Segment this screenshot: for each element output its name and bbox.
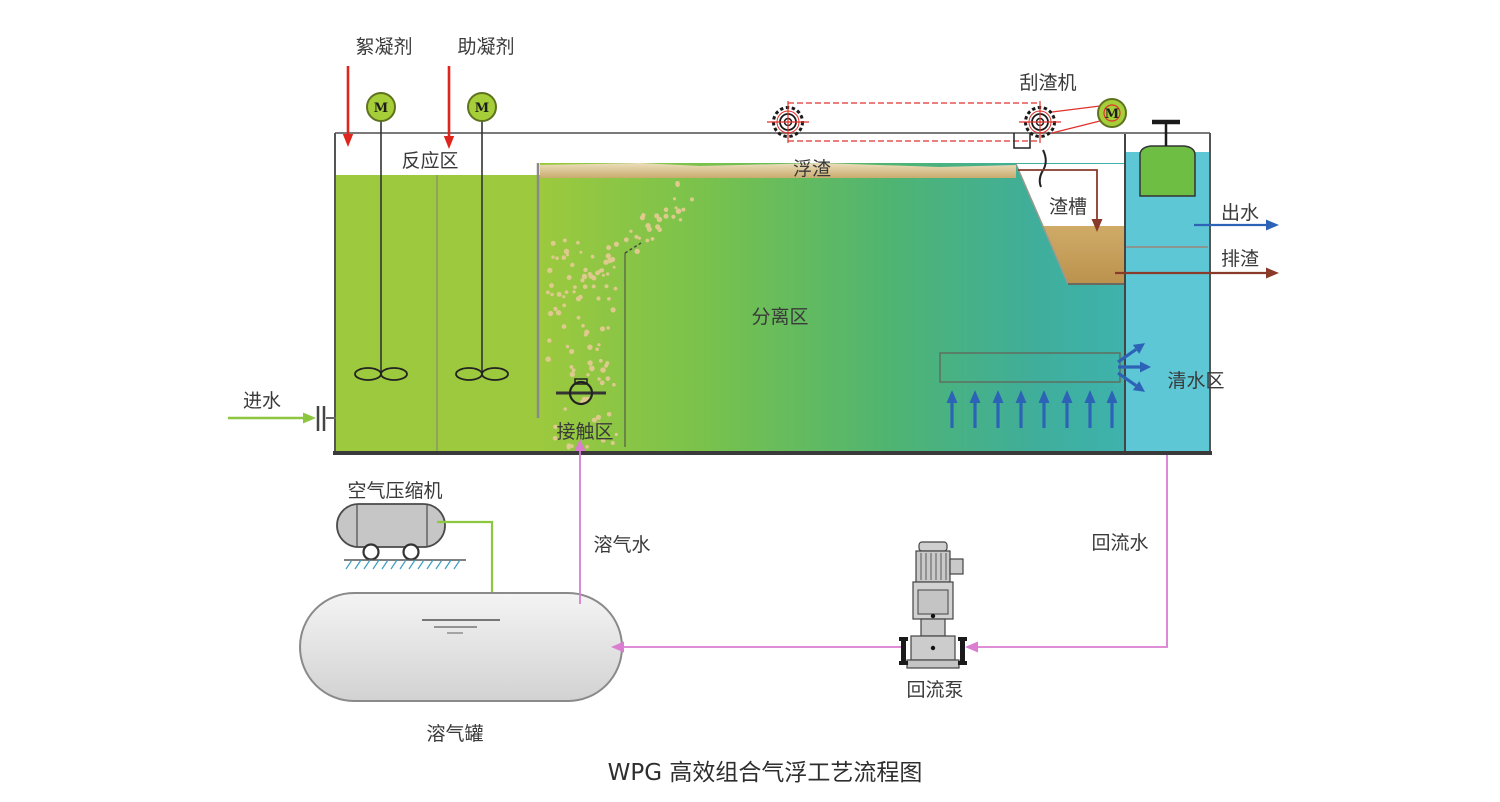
- effluent-label: 出水: [1221, 202, 1259, 224]
- trough-feed-arrow-icon: [1091, 219, 1103, 232]
- return-pump: [899, 541, 967, 669]
- ground-hatch: [345, 559, 461, 570]
- scum-label: 浮渣: [793, 158, 831, 180]
- bubbles: [545, 181, 694, 450]
- scraper-gear-right-icon: [1017, 99, 1063, 145]
- dissolved-air-vessel: [299, 592, 623, 702]
- scum-layer: [540, 163, 1016, 178]
- mixer1-impeller: [354, 367, 408, 381]
- influent-inlet: [228, 406, 336, 431]
- pump-base-plate: [906, 659, 960, 669]
- effluent-weir: [1126, 119, 1208, 248]
- slag-trough-feed: [1018, 169, 1103, 232]
- valve-bonnet-icon: [574, 378, 588, 385]
- flocculant-arrow-icon: [342, 134, 354, 147]
- recycle-lines: [574, 439, 1168, 653]
- slag-trough-sludge: [1042, 226, 1125, 284]
- slag-trough-label: 渣槽: [1049, 196, 1087, 218]
- mixer2-motor: M: [467, 92, 497, 122]
- scum-scraper: M: [765, 98, 1127, 188]
- scraper-blade: [1038, 149, 1047, 188]
- compressor-body: [336, 503, 446, 548]
- separation-zone-water: [540, 163, 1125, 453]
- valve-body-icon: [568, 380, 594, 406]
- mixer1-motor-label: M: [374, 101, 388, 116]
- dosing-and-mixers: M M: [342, 66, 509, 381]
- return-water-arrow-icon: [965, 641, 978, 653]
- scraper-motor-label: M: [1105, 107, 1119, 122]
- contact-zone-label: 接触区: [556, 421, 613, 443]
- outlets: [1115, 219, 1279, 279]
- scraper-label: 刮渣机: [1019, 72, 1076, 94]
- dissolved-air-water-label: 溶气水: [593, 534, 650, 556]
- pump-head-panel: [917, 589, 949, 615]
- vessel-body: [299, 592, 623, 702]
- effluent-arrow-icon: [1266, 219, 1279, 231]
- trough-feed-line: [1018, 169, 1098, 220]
- separation-zone-label: 分离区: [751, 306, 808, 328]
- clear-water-zone-label: 清水区: [1167, 370, 1224, 392]
- return-pump-label: 回流泵: [906, 679, 963, 701]
- dissolved-air-water-arrow-icon: [574, 439, 586, 451]
- scraper-motor: M: [1097, 98, 1127, 128]
- influent-arrow-icon: [303, 412, 316, 424]
- weir-gate: [1139, 145, 1196, 197]
- mixer2-motor-label: M: [475, 101, 489, 116]
- air-compressor-label: 空气压缩机: [347, 480, 442, 502]
- pump-flanges: [899, 637, 967, 665]
- mixer2-impeller: [455, 367, 509, 381]
- scraper-belt-bottom: [1051, 120, 1101, 134]
- coagulant-arrow-icon: [443, 136, 455, 149]
- scraper-belt-top: [1051, 105, 1101, 113]
- pump-bolt-icon: [930, 645, 936, 651]
- scraper-gear-left-icon: [765, 99, 811, 145]
- return-water-line: [978, 455, 1168, 648]
- pump-discharge-arrow-icon: [611, 641, 624, 653]
- scraper-discharge-bracket: [1013, 133, 1031, 149]
- clear-water-chamber: [1126, 152, 1210, 453]
- flocculant-label: 絮凝剂: [355, 36, 412, 58]
- reaction-zone-label: 反应区: [401, 150, 458, 172]
- air-supply-line: [437, 520, 494, 600]
- compressor-wheel-icon: [362, 543, 380, 561]
- dissolved-air-tank-label: 溶气罐: [426, 723, 483, 745]
- diagram-labels: 絮凝剂 助凝剂 刮渣机 反应区 浮渣 渣槽 出水 排渣 分离区 清水区 进水 接…: [243, 36, 1259, 786]
- collector-and-flow: [939, 336, 1153, 430]
- air-compressor: [336, 503, 498, 612]
- pump-cap: [918, 541, 948, 552]
- slag-discharge-label: 排渣: [1221, 248, 1259, 270]
- pump-column: [920, 618, 946, 637]
- coagulant-aid-label: 助凝剂: [457, 36, 514, 58]
- contact-zone-valve: [556, 378, 606, 406]
- influent-label: 进水: [243, 390, 281, 412]
- slag-discharge-arrow-icon: [1266, 267, 1279, 279]
- pump-motor-fins: [920, 553, 947, 580]
- compressor-wheel-icon: [402, 543, 420, 561]
- slag-trough-wall: [1015, 163, 1069, 285]
- diagram-title: WPG 高效组合气浮工艺流程图: [608, 760, 923, 786]
- return-water-label: 回流水: [1091, 532, 1148, 554]
- flotation-tank: [333, 132, 1212, 455]
- pump-bolt-icon: [930, 613, 936, 619]
- mixer1-motor: M: [366, 92, 396, 122]
- pump-junction-box: [949, 558, 964, 575]
